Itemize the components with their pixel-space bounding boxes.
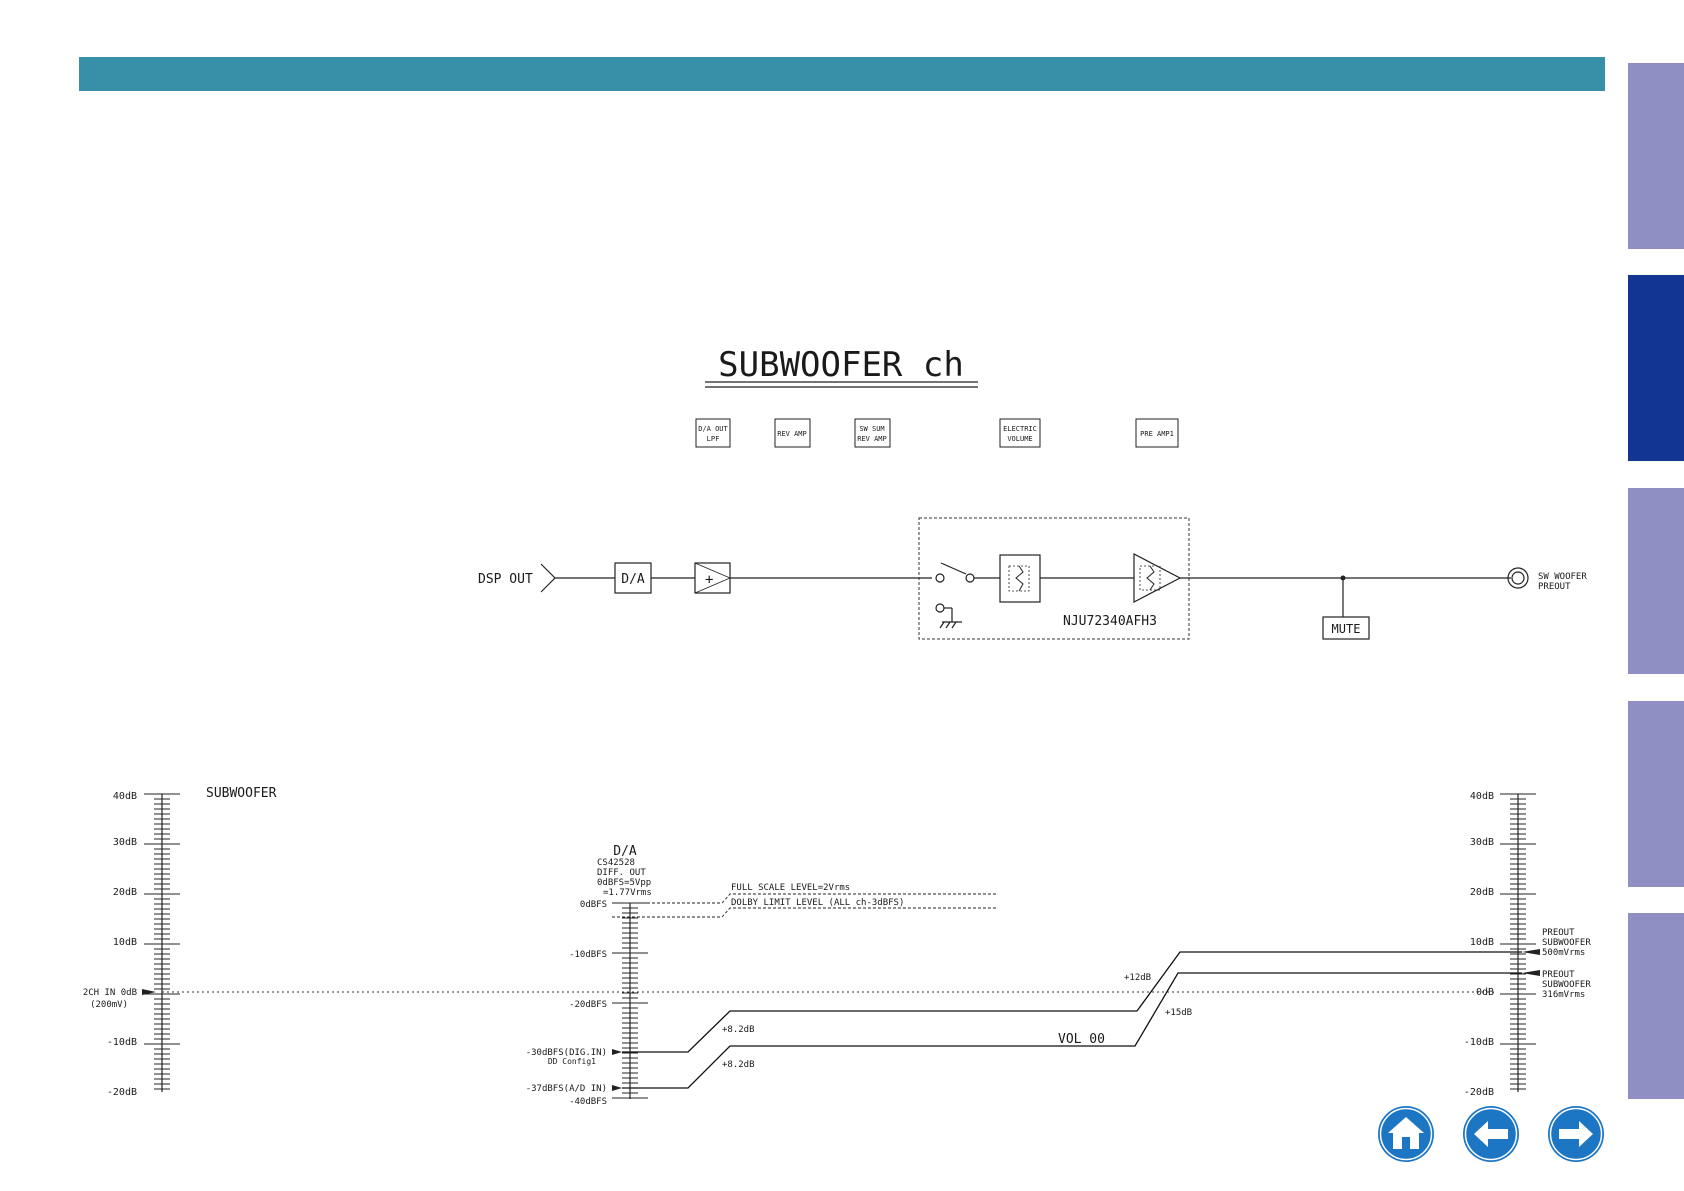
ic-part-number: NJU72340AFH3 (1063, 614, 1157, 629)
rev-amp-block: + (694, 562, 732, 594)
home-button[interactable] (1377, 1105, 1435, 1163)
legend-label: PRE AMP1 (1140, 430, 1174, 438)
legend-box: ELECTRIC VOLUME (999, 418, 1041, 448)
input-arrow (540, 563, 556, 593)
output-level-arrow (1522, 970, 1540, 976)
legend-box: PRE AMP1 (1135, 418, 1179, 448)
da-input-level: -30dBFS(DIG.IN) (526, 1048, 607, 1058)
electric-volume-block (1133, 553, 1182, 603)
arrow-right-icon (1559, 1121, 1593, 1147)
output-label: PREOUT (1538, 582, 1571, 592)
legend-box: D/A OUT LPF (695, 418, 731, 448)
scale-label: 40dB (113, 791, 137, 802)
side-tab-2[interactable] (1628, 275, 1684, 461)
gain-label: +12dB (1124, 973, 1151, 983)
legend-label: VOLUME (1007, 435, 1032, 443)
output-jack-icon (1507, 567, 1529, 589)
header-bar (79, 57, 1605, 91)
scale-label: 10dB (113, 937, 137, 948)
side-tab-4[interactable] (1628, 701, 1684, 887)
legend-label: LPF (707, 435, 720, 443)
dac-block: D/A (614, 562, 652, 594)
switch-contact (965, 573, 975, 583)
dsp-out-label: DSP OUT (478, 572, 533, 587)
forward-button[interactable] (1547, 1105, 1605, 1163)
scale-label: 40dB (1470, 791, 1494, 802)
dolby-limit-line (612, 907, 998, 918)
output-label: SW WOOFER (1538, 572, 1587, 582)
output-level-label: SUBWOOFER (1542, 980, 1591, 990)
level-arrow (612, 1085, 622, 1091)
gain-label: +15dB (1165, 1008, 1192, 1018)
output-level-label: PREOUT (1542, 928, 1575, 938)
level-arrow (612, 1049, 622, 1055)
scale-label: -20dBFS (569, 1000, 607, 1010)
level-path-analog (622, 972, 1522, 1089)
scale-label: 10dB (1470, 937, 1494, 948)
da-info: 0dBFS=5Vpp (597, 878, 651, 888)
legend-label: D/A OUT (698, 425, 728, 433)
scale-label: -40dBFS (569, 1097, 607, 1107)
scale-label: 30dB (113, 837, 137, 848)
da-input-level: -37dBFS(A/D IN) (526, 1084, 607, 1094)
ground-contact (935, 603, 945, 613)
da-info: =1.77Vrms (603, 888, 652, 898)
output-level-label: SUBWOOFER (1542, 938, 1591, 948)
da-info: DIFF. OUT (597, 868, 646, 878)
legend-label: REV AMP (857, 435, 887, 443)
da-info: CS42528 (597, 858, 635, 868)
arrow-left-icon (1474, 1121, 1508, 1147)
gain-label: +8.2dB (722, 1025, 755, 1035)
output-level-arrow (1522, 949, 1540, 955)
diagram-title: SUBWOOFER ch (718, 345, 964, 385)
legend-label: REV AMP (777, 430, 807, 438)
dolby-limit-label: DOLBY LIMIT LEVEL (ALL ch-3dBFS) (731, 898, 904, 908)
scale-label: 20dB (1470, 887, 1494, 898)
switch-contact (935, 573, 945, 583)
scale-label: 0dB (1476, 987, 1494, 998)
da-input-level-sub: DD Config1 (548, 1057, 596, 1066)
legend-label: SW SUM (859, 425, 884, 433)
scale-label: 30dB (1470, 837, 1494, 848)
legend-box: SW SUM REV AMP (854, 418, 891, 448)
reference-label: (200mV) (90, 1000, 128, 1010)
volume-label: VOL 00 (1058, 1032, 1105, 1047)
da-level-scale (612, 902, 648, 1099)
output-level-label: PREOUT (1542, 970, 1575, 980)
right-level-scale (1500, 793, 1536, 1092)
amp-symbol: + (705, 572, 713, 588)
output-level-label: 316mVrms (1542, 990, 1585, 1000)
side-tab-3[interactable] (1628, 488, 1684, 674)
switch-blade (940, 562, 967, 575)
section-label: SUBWOOFER (206, 786, 277, 801)
legend-box: REV AMP (774, 418, 811, 448)
level-path-digital (622, 951, 1522, 1053)
left-level-scale (144, 793, 180, 1092)
reference-label: 2CH IN 0dB (83, 988, 137, 998)
ground-icon (939, 607, 962, 629)
scale-label: -10dB (1464, 1037, 1494, 1048)
da-title: D/A (613, 844, 637, 859)
output-level-label: 500mVrms (1542, 948, 1585, 958)
side-tab-5[interactable] (1628, 913, 1684, 1099)
side-tab-1[interactable] (1628, 63, 1684, 249)
legend-label: ELECTRIC (1003, 425, 1037, 433)
gain-label: +8.2dB (722, 1060, 755, 1070)
back-button[interactable] (1462, 1105, 1520, 1163)
sw-sum-amp-block (999, 554, 1041, 603)
dac-label: D/A (621, 572, 645, 587)
scale-label: 20dB (113, 887, 137, 898)
reference-arrow (142, 989, 156, 995)
mute-label: MUTE (1332, 622, 1361, 636)
home-icon (1388, 1117, 1424, 1149)
scale-label: -20dB (1464, 1087, 1494, 1098)
full-scale-label: FULL SCALE LEVEL=2Vrms (731, 883, 850, 893)
scale-label: -10dBFS (569, 950, 607, 960)
scale-label: -10dB (107, 1037, 137, 1048)
mute-block: MUTE (1322, 616, 1370, 640)
scale-label: -20dB (107, 1087, 137, 1098)
scale-label: 0dBFS (580, 900, 607, 910)
full-scale-line (612, 893, 998, 904)
